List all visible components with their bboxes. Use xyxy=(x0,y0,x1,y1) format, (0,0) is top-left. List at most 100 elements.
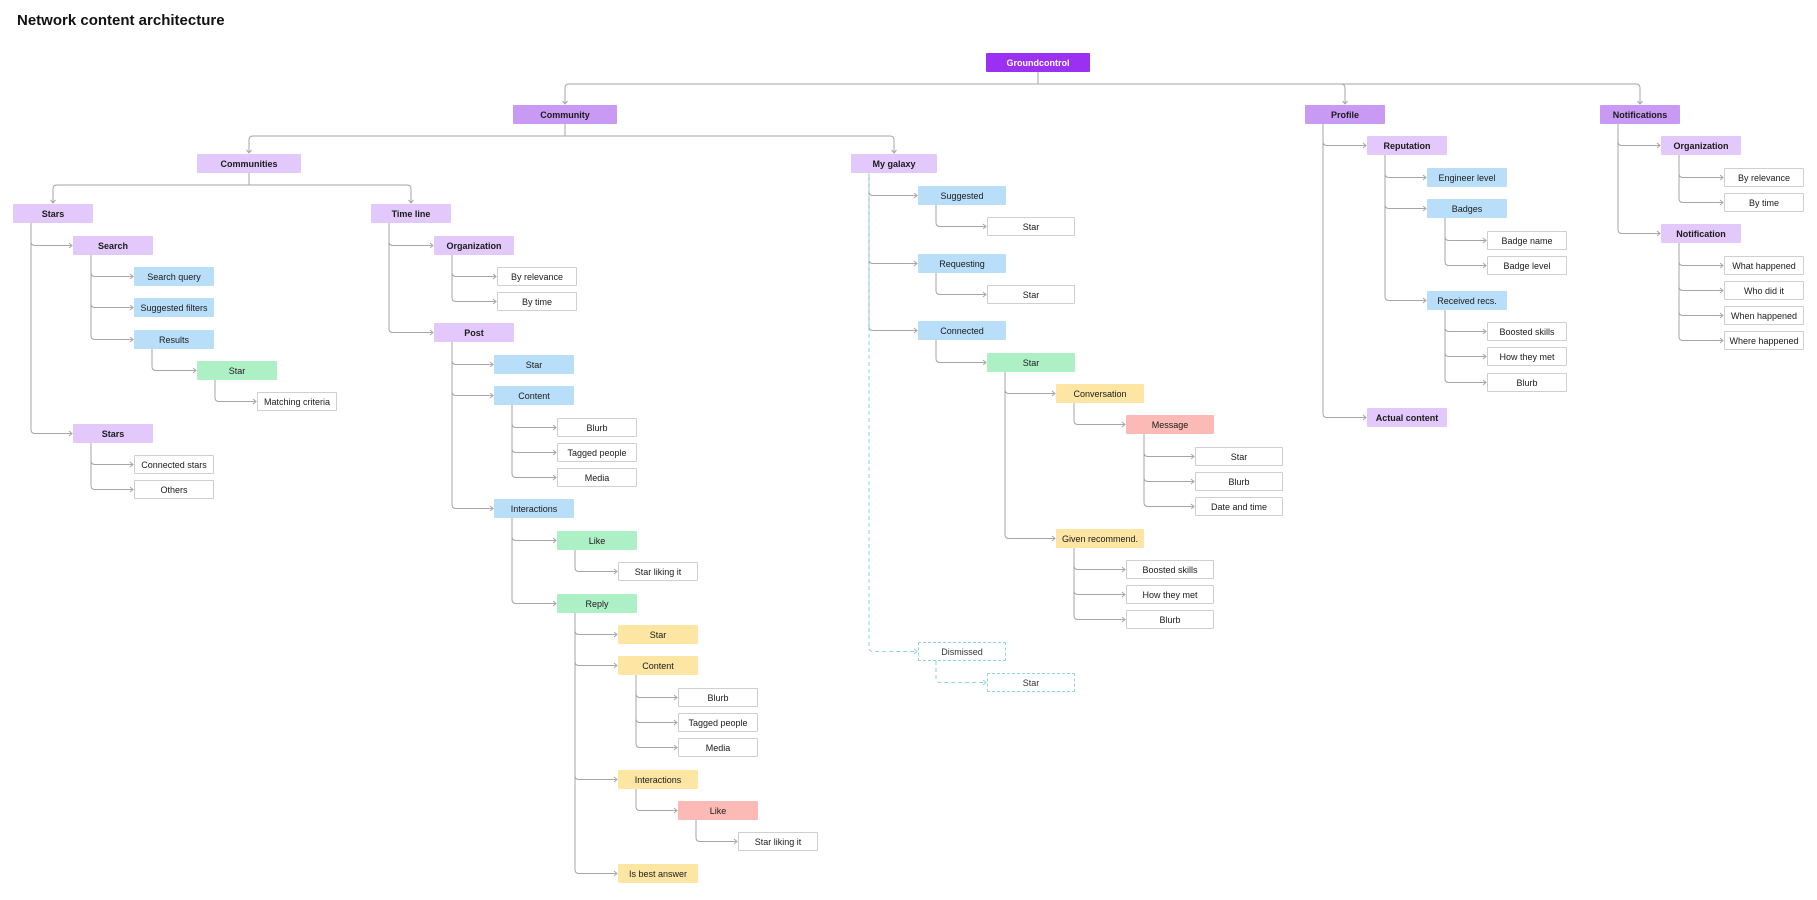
connector-arrow xyxy=(489,505,494,512)
node-post-like[interactable]: Like xyxy=(557,531,637,550)
node-groundcontrol[interactable]: Groundcontrol xyxy=(986,53,1090,72)
node-received-recs[interactable]: Received recs. xyxy=(1427,291,1507,310)
node-post-tagged-people[interactable]: Tagged people xyxy=(557,443,637,462)
node-message-blurb[interactable]: Blurb xyxy=(1195,472,1283,491)
node-results-star[interactable]: Star xyxy=(197,361,277,380)
connector-arrow xyxy=(1190,453,1195,460)
connector-line xyxy=(1678,243,1723,266)
node-reply-star-liking-it[interactable]: Star liking it xyxy=(738,832,818,851)
node-given-recommend[interactable]: Given recommend. xyxy=(1056,529,1144,548)
node-when-happened[interactable]: When happened xyxy=(1724,306,1804,325)
node-dismissed[interactable]: Dismissed xyxy=(918,642,1006,661)
node-results[interactable]: Results xyxy=(134,330,214,349)
node-notifications[interactable]: Notifications xyxy=(1600,105,1680,124)
node-dismissed-star[interactable]: Star xyxy=(987,673,1075,692)
connector-arrow xyxy=(913,648,918,655)
node-suggested[interactable]: Suggested xyxy=(918,186,1006,205)
node-who-did-it[interactable]: Who did it xyxy=(1724,281,1804,300)
node-matching-criteria[interactable]: Matching criteria xyxy=(257,392,337,411)
connector-arrow xyxy=(246,149,252,154)
connector-arrow xyxy=(492,298,497,305)
node-is-best-answer[interactable]: Is best answer xyxy=(618,864,698,883)
node-stars-group[interactable]: Stars xyxy=(73,424,153,443)
node-gr-boosted-skills[interactable]: Boosted skills xyxy=(1126,560,1214,579)
node-post-star[interactable]: Star xyxy=(494,355,574,374)
node-community[interactable]: Community xyxy=(513,105,617,124)
connector-line xyxy=(935,661,986,683)
node-post-blurb[interactable]: Blurb xyxy=(557,418,637,437)
node-connected-stars[interactable]: Connected stars xyxy=(134,455,214,474)
node-rr-how-they-met[interactable]: How they met xyxy=(1487,347,1567,366)
connector-line xyxy=(1678,243,1723,316)
node-suggested-star[interactable]: Star xyxy=(987,217,1075,236)
node-tl-by-relevance[interactable]: By relevance xyxy=(497,267,577,286)
connector-arrow xyxy=(1190,503,1195,510)
node-notif-by-relevance[interactable]: By relevance xyxy=(1724,168,1804,187)
connector-arrow xyxy=(492,273,497,280)
connector-arrow xyxy=(913,192,918,199)
node-notification[interactable]: Notification xyxy=(1661,224,1741,243)
connector-arrow xyxy=(192,367,197,374)
node-reply-like[interactable]: Like xyxy=(678,801,758,820)
node-what-happened[interactable]: What happened xyxy=(1724,256,1804,275)
connector-line xyxy=(90,255,133,277)
node-message-star[interactable]: Star xyxy=(1195,447,1283,466)
node-reply-blurb[interactable]: Blurb xyxy=(678,688,758,707)
node-badges[interactable]: Badges xyxy=(1427,199,1507,218)
node-message[interactable]: Message xyxy=(1126,415,1214,434)
node-gr-how-they-met[interactable]: How they met xyxy=(1126,585,1214,604)
node-badge-level[interactable]: Badge level xyxy=(1487,256,1567,275)
connector-line xyxy=(868,173,917,652)
node-where-happened[interactable]: Where happened xyxy=(1724,331,1804,350)
connector-line xyxy=(451,255,496,277)
node-notif-by-time[interactable]: By time xyxy=(1724,193,1804,212)
connector-arrow xyxy=(489,361,494,368)
node-profile[interactable]: Profile xyxy=(1305,105,1385,124)
node-gr-blurb[interactable]: Blurb xyxy=(1126,610,1214,629)
node-tl-organization[interactable]: Organization xyxy=(434,236,514,255)
connector-arrow xyxy=(982,291,987,298)
node-post-star-liking-it[interactable]: Star liking it xyxy=(618,562,698,581)
connector-line xyxy=(249,184,412,203)
node-stars[interactable]: Stars xyxy=(13,204,93,223)
node-my-galaxy[interactable]: My galaxy xyxy=(851,154,937,173)
connector-line xyxy=(1617,124,1660,234)
node-actual-content[interactable]: Actual content xyxy=(1367,408,1447,427)
node-engineer-level[interactable]: Engineer level xyxy=(1427,168,1507,187)
node-post[interactable]: Post xyxy=(434,323,514,342)
node-reply-star[interactable]: Star xyxy=(618,625,698,644)
node-notif-organization[interactable]: Organization xyxy=(1661,136,1741,155)
node-reply-media[interactable]: Media xyxy=(678,738,758,757)
node-search-query[interactable]: Search query xyxy=(134,267,214,286)
node-requesting[interactable]: Requesting xyxy=(918,254,1006,273)
node-rr-boosted-skills[interactable]: Boosted skills xyxy=(1487,322,1567,341)
node-requesting-star[interactable]: Star xyxy=(987,285,1075,304)
node-post-content[interactable]: Content xyxy=(494,386,574,405)
page-title: Network content architecture xyxy=(17,12,225,29)
node-post-interactions[interactable]: Interactions xyxy=(494,499,574,518)
node-message-date-time[interactable]: Date and time xyxy=(1195,497,1283,516)
node-reply-tagged-people[interactable]: Tagged people xyxy=(678,713,758,732)
node-reply-content[interactable]: Content xyxy=(618,656,698,675)
node-rr-blurb[interactable]: Blurb xyxy=(1487,373,1567,392)
connector-line xyxy=(90,255,133,340)
node-time-line[interactable]: Time line xyxy=(371,204,451,223)
node-reply[interactable]: Reply xyxy=(557,594,637,613)
node-tl-by-time[interactable]: By time xyxy=(497,292,577,311)
node-connected[interactable]: Connected xyxy=(918,321,1006,340)
connector-line xyxy=(1444,310,1486,332)
node-suggested-filters[interactable]: Suggested filters xyxy=(134,298,214,317)
node-conversation[interactable]: Conversation xyxy=(1056,384,1144,403)
node-connected-star[interactable]: Star xyxy=(987,353,1075,372)
node-badge-name[interactable]: Badge name xyxy=(1487,231,1567,250)
node-search[interactable]: Search xyxy=(73,236,153,255)
connector-line xyxy=(564,83,1038,104)
node-others[interactable]: Others xyxy=(134,480,214,499)
node-reputation[interactable]: Reputation xyxy=(1367,136,1447,155)
node-communities[interactable]: Communities xyxy=(197,154,301,173)
connector-arrow xyxy=(1719,199,1724,206)
node-reply-interactions[interactable]: Interactions xyxy=(618,770,698,789)
connector-line xyxy=(635,675,677,723)
connector-arrow xyxy=(489,392,494,399)
node-post-media[interactable]: Media xyxy=(557,468,637,487)
